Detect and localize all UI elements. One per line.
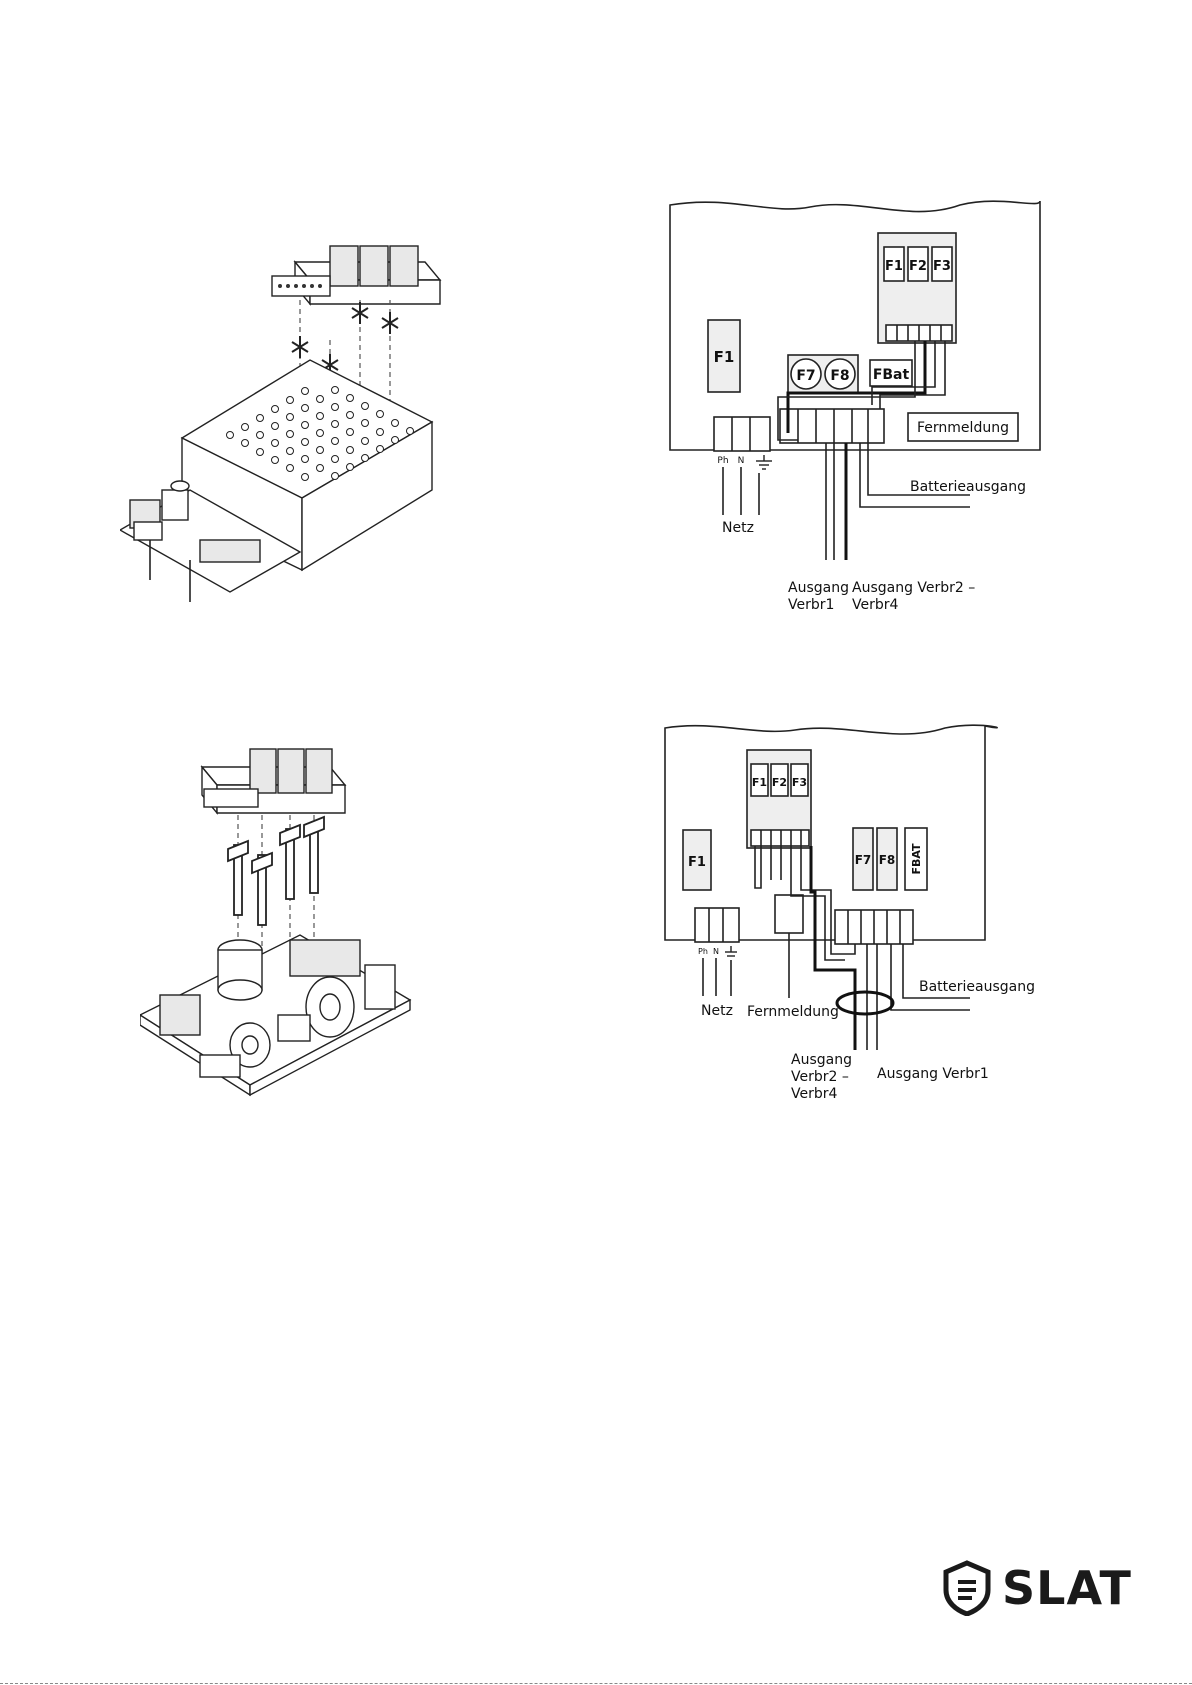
fuse-f1-label: F1	[714, 348, 735, 366]
fuse-block-f2: F2	[772, 776, 787, 789]
page-bottom-border	[0, 1683, 1192, 1684]
ausgang-verbr2-line2: Verbr2 –	[791, 1069, 849, 1085]
wiring-diagram-1: F1 F1 F2 F3 F7 F8 FBat Ph N Netz Fernmel…	[660, 195, 1100, 625]
assembly-illustration-1	[120, 240, 480, 620]
fuse-block-f1: F1	[885, 259, 903, 274]
ausgang-verbr1-label: Ausgang Verbr1	[877, 1066, 989, 1082]
batterieausgang-label: Batterieausgang	[919, 979, 1035, 995]
fuse-f7-label: F7	[796, 368, 815, 384]
cable-bundle-ring	[837, 992, 893, 1014]
fernmeldung-label: Fernmeldung	[747, 1004, 839, 1020]
mains-terminal	[714, 417, 770, 451]
assembly-illustration-2	[140, 745, 450, 1125]
wiring-diagram-2: F1 F1 F2 F3 F7 F8 FBAT Ph N Netz Fernmel…	[655, 720, 1075, 1120]
slat-logo-text: SLAT	[1002, 1562, 1132, 1614]
terminal-ph: Ph	[698, 947, 708, 956]
slat-shield-icon	[940, 1560, 994, 1616]
fuse-f1-label: F1	[688, 855, 706, 870]
netz-label: Netz	[701, 1003, 733, 1019]
fuse-f8-label: F8	[830, 368, 849, 384]
fuse-fbat-label: FBAT	[910, 843, 923, 875]
ausgang-verbr2-line1: Ausgang Verbr2 –	[852, 580, 975, 596]
ausgang-verbr1-line1: Ausgang	[788, 580, 849, 596]
fuse-block-f1: F1	[752, 776, 767, 789]
ausgang-verbr2-line3: Verbr4	[791, 1086, 838, 1102]
relay-board-2	[202, 749, 345, 813]
ground-symbol	[756, 455, 772, 469]
fuse-block-f3: F3	[933, 259, 951, 274]
ausgang-verbr2-line1: Ausgang	[791, 1052, 852, 1068]
fuse-f7-label: F7	[855, 853, 872, 867]
batterieausgang-label: Batterieausgang	[910, 479, 1026, 495]
fuse-f8-label: F8	[879, 853, 896, 867]
main-pcb-2	[140, 935, 410, 1095]
fuse-block-f2: F2	[909, 259, 927, 274]
ausgang-verbr1-line2: Verbr1	[788, 597, 834, 613]
fernmeldung-relay	[775, 895, 803, 933]
slat-logo: SLAT	[940, 1560, 1120, 1616]
fuse-block-f3: F3	[792, 776, 807, 789]
relay-board-1	[272, 246, 440, 304]
terminal-n: N	[738, 456, 745, 466]
mains-terminal	[695, 908, 739, 942]
terminal-n: N	[713, 947, 719, 956]
fernmeldung-label: Fernmeldung	[917, 420, 1009, 436]
netz-label: Netz	[722, 520, 754, 536]
ausgang-verbr2-line2: Verbr4	[852, 597, 899, 613]
ground-symbol	[725, 946, 737, 956]
terminal-ph: Ph	[717, 456, 728, 466]
fuse-fbat-label: FBat	[873, 367, 910, 383]
